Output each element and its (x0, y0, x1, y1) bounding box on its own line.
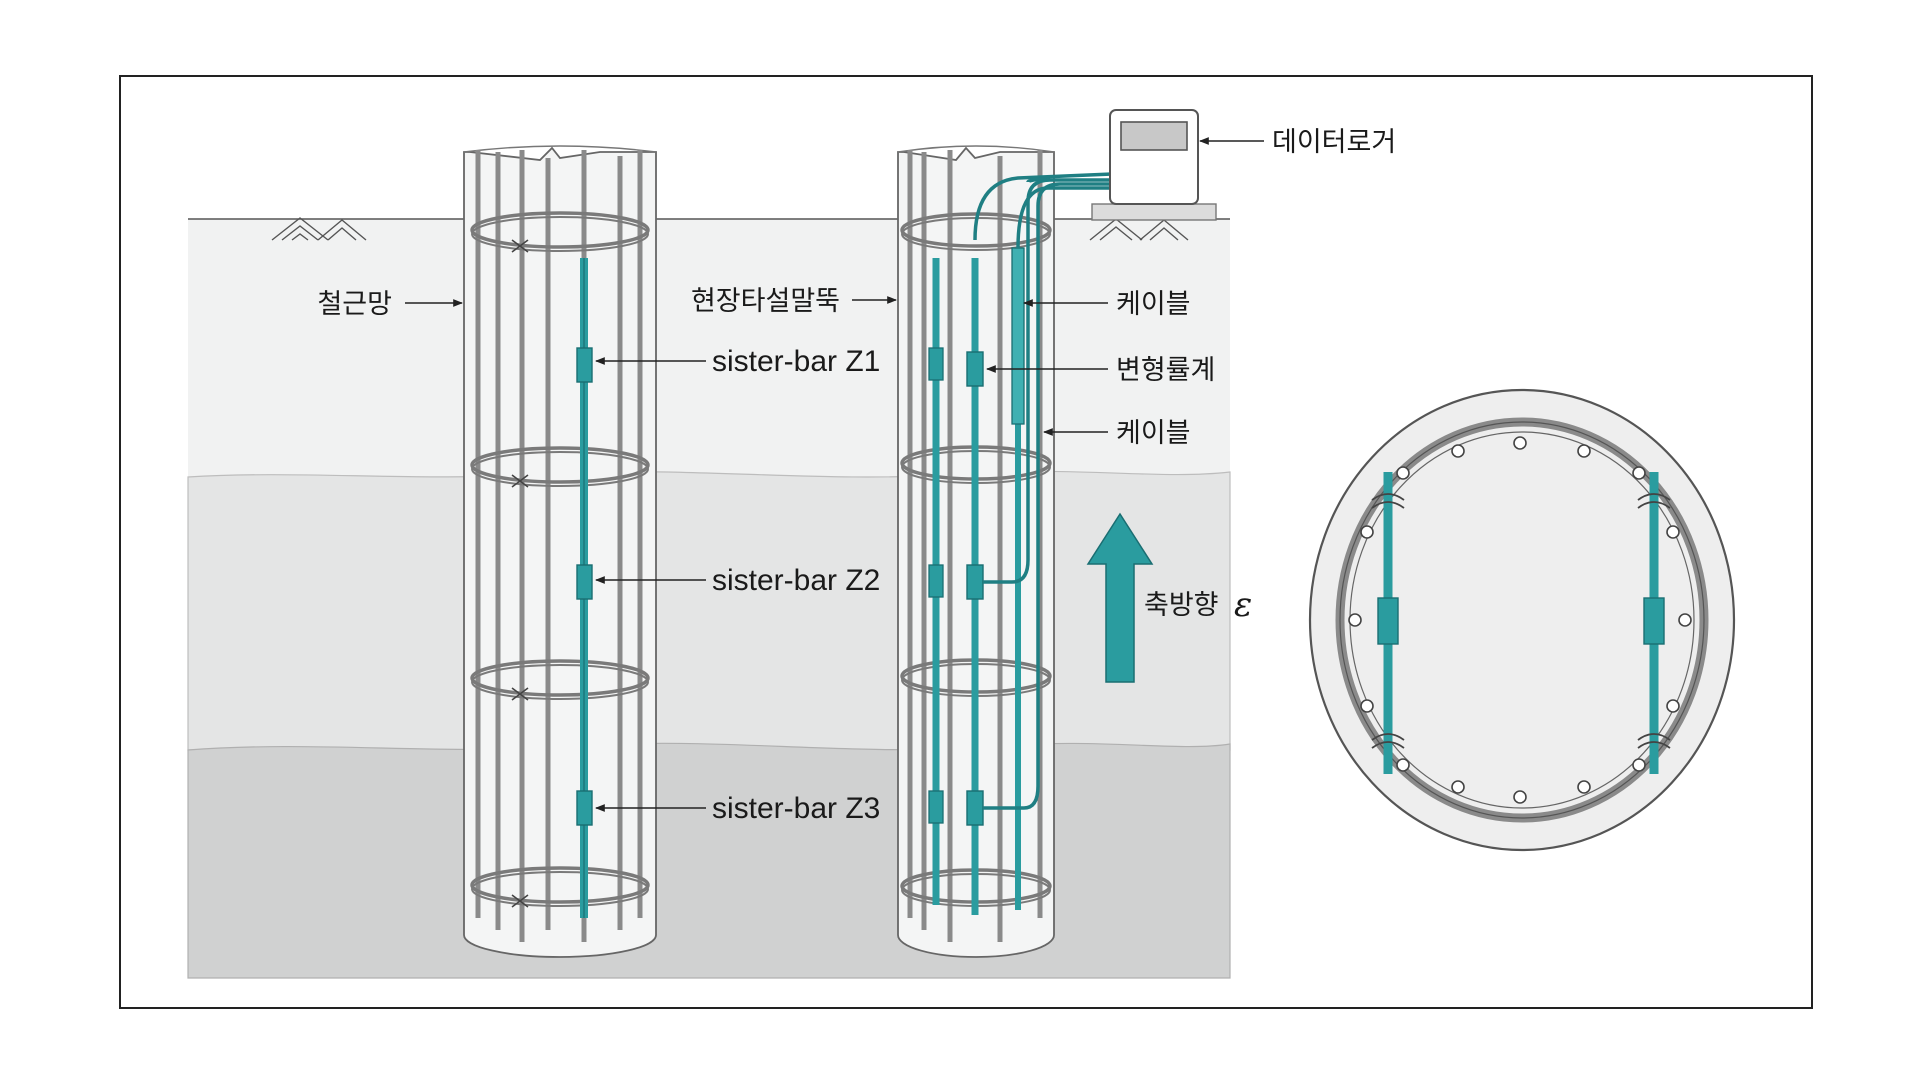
right-sister-bars (928, 247, 1025, 915)
data-logger-label: 데이터로거 (1272, 127, 1396, 158)
strain-gauge-label: 변형률계 (1116, 355, 1215, 386)
left-pile-body (463, 146, 657, 958)
sister-bar-z3-gauge (576, 790, 593, 826)
sister-bar-z2-gauge (576, 564, 593, 600)
sister-bar-z3-label: sister-bar Z3 (712, 792, 880, 825)
tie-wire-icon (1371, 493, 1671, 749)
soil-layer-bottom (187, 742, 1231, 979)
cast-in-place-pile-label: 현장타설말뚝 (691, 286, 840, 317)
data-logger-icon (1091, 109, 1217, 221)
leader-lines (405, 137, 1264, 812)
sensor-cables (973, 172, 1113, 810)
tie-wire-icon (511, 239, 529, 908)
soil-layer-middle (187, 470, 1231, 751)
sister-bar-z1-label: sister-bar Z1 (712, 345, 880, 378)
strain-gauge-z3 (966, 790, 984, 826)
up-arrow-icon (1086, 512, 1154, 683)
axial-direction-label: 축방향 (1144, 590, 1219, 621)
epsilon-symbol: ε (1234, 585, 1252, 625)
cable-bottom-label: 케이블 (1116, 418, 1191, 449)
cross-section-sister-bars (1377, 472, 1665, 774)
right-pile (897, 145, 1113, 958)
soil-layer-top (188, 219, 1230, 477)
cable-top-label: 케이블 (1116, 289, 1191, 320)
right-pile-rebars (907, 150, 1043, 942)
sister-bar-z1-gauge (576, 347, 593, 383)
left-pile-hoops (470, 211, 650, 907)
sister-bar-z2-label: sister-bar Z2 (712, 564, 880, 597)
soil-layers (187, 218, 1231, 979)
left-pile (463, 145, 657, 958)
cross-section-rebars (1348, 436, 1692, 804)
pile-cross-section (1308, 388, 1736, 852)
left-sister-bar (576, 258, 593, 918)
rebar-cage-label: 철근망 (317, 289, 392, 320)
strain-gauge-z2 (966, 564, 984, 600)
strain-gauge-z1 (966, 351, 984, 387)
